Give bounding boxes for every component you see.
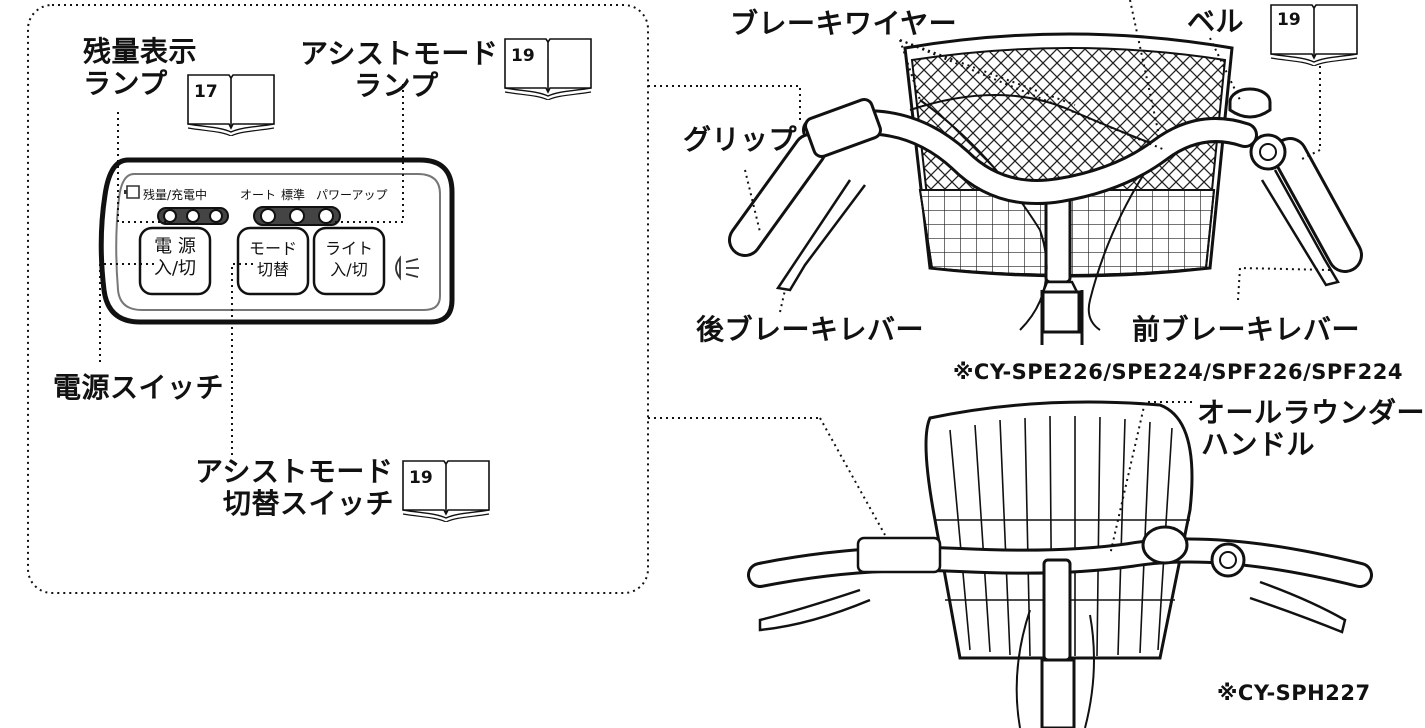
light-button-line1: ライト [324, 239, 373, 258]
book-ref-19-bell-num: 19 [1277, 10, 1301, 30]
assist-switch-line1: アシストモード [195, 455, 394, 488]
power-button[interactable]: 電 源 入/切 [140, 236, 210, 280]
panel-auto-label: オート [240, 188, 277, 202]
remaining-lamp-line2: ランプ [83, 67, 168, 100]
book-ref-19-lamp-num: 19 [511, 46, 535, 66]
assist-switch-label: アシストモード 切替スイッチ [195, 456, 394, 520]
allrounder-handle-label: オールラウンダー ハンドル [1197, 397, 1425, 461]
panel-standard-label: 標準 [281, 188, 306, 202]
panel-powerup-label: パワーアップ [316, 188, 388, 202]
book-ref-19-switch: 19 [400, 456, 492, 522]
brake-wire-label: ブレーキワイヤー [730, 7, 958, 40]
mode-button-line2: 切替 [256, 260, 289, 279]
remaining-lamp-line1: 残量表示 [83, 35, 198, 68]
assist-lamp-line1: アシストモード [300, 37, 499, 70]
front-brake-lever-label: 前ブレーキレバー [1132, 313, 1361, 346]
rear-brake-lever-label: 後ブレーキレバー [696, 313, 925, 346]
book-ref-17: 17 [185, 70, 277, 136]
bell-label: ベル [1187, 5, 1245, 38]
bottom-handlebar-illustration [747, 400, 1373, 728]
light-button-line2: 入/切 [330, 260, 368, 279]
book-ref-19-bell: 19 [1268, 0, 1360, 66]
allrounder-line2: ハンドル [1201, 428, 1316, 461]
book-ref-17-num: 17 [194, 82, 218, 102]
power-button-line1: 電 源 [154, 236, 196, 257]
top-handlebar-illustration [728, 32, 1363, 345]
remaining-lamp-label: 残量表示 ランプ [83, 36, 197, 100]
panel-remaining-label: 残量/充電中 [143, 188, 208, 202]
assist-switch-line2: 切替スイッチ [223, 487, 395, 520]
power-switch-label: 電源スイッチ [53, 371, 225, 404]
mode-button[interactable]: モード 切替 [238, 238, 308, 280]
light-button[interactable]: ライト 入/切 [314, 238, 384, 280]
power-button-line2: 入/切 [153, 258, 197, 279]
model-note-bottom: ※CY-SPH227 [1217, 681, 1371, 705]
control-panel [98, 157, 455, 325]
grip-label: グリップ [683, 123, 798, 156]
assist-lamp-line2: ランプ [354, 69, 439, 102]
book-ref-19-switch-num: 19 [409, 468, 433, 488]
assist-lamp-label: アシストモード ランプ [300, 38, 498, 102]
mode-button-line1: モード [248, 239, 297, 258]
model-note-top: ※CY-SPE226/SPE224/SPF226/SPF224 [953, 360, 1403, 384]
allrounder-line1: オールラウンダー [1197, 396, 1425, 429]
book-ref-19-lamp: 19 [502, 34, 594, 100]
